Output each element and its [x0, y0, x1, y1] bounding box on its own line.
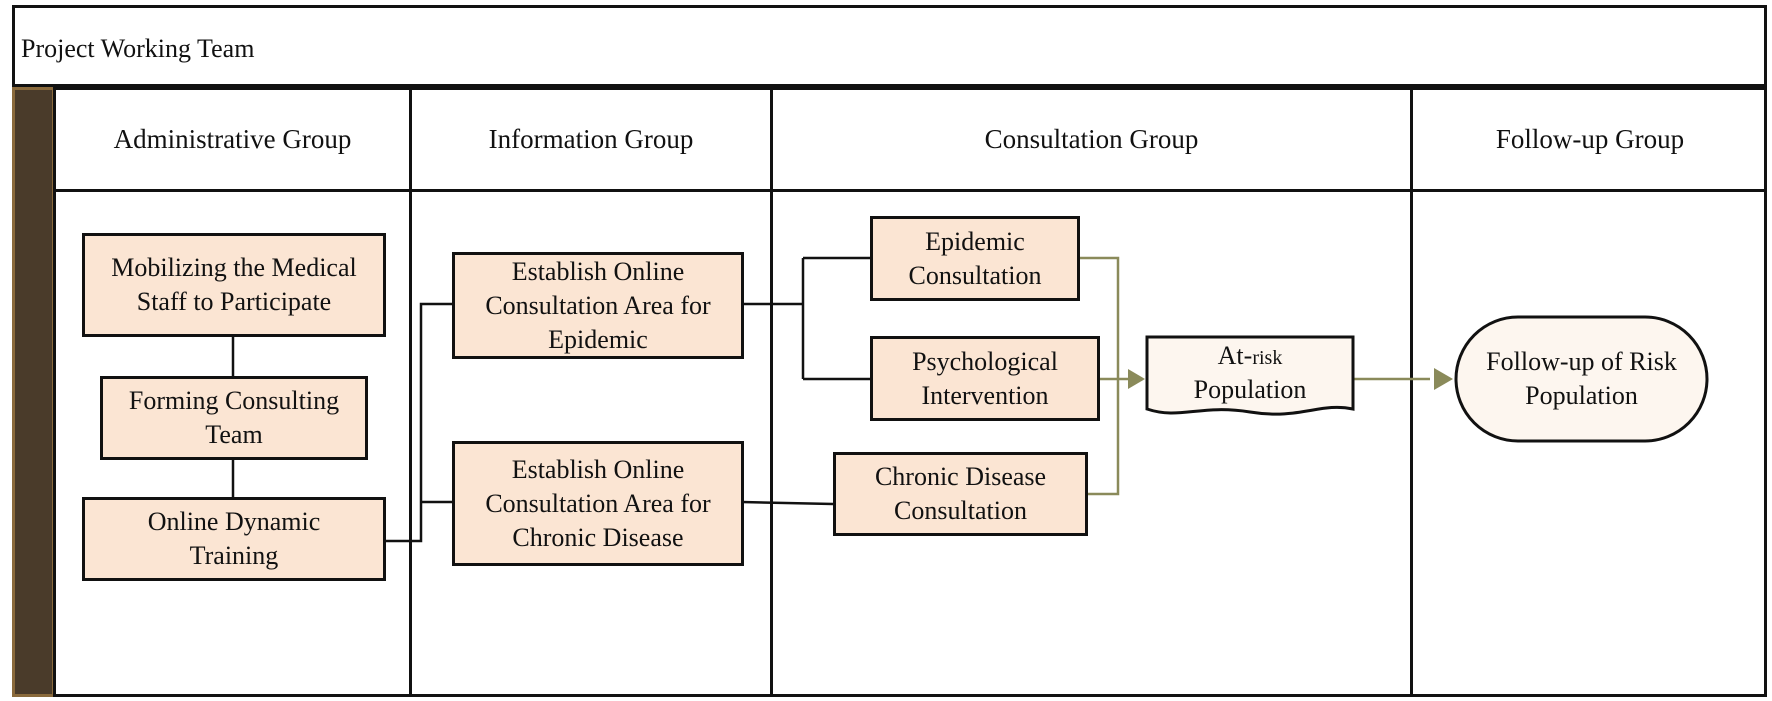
lane-header-followup: Follow-up Group [1495, 124, 1685, 154]
arrowhead-icon [1434, 368, 1453, 390]
arrow-line [1080, 256, 1120, 496]
node-mobilizing-staff: Mobilizing the Medical Staff to Particip… [82, 233, 386, 337]
arrowhead-icon [1128, 369, 1145, 389]
node-epidemic-consultation: Epidemic Consultation [870, 216, 1080, 301]
lane-header-divider [53, 189, 1767, 192]
lane-header-information: Information Group [488, 124, 694, 154]
pool-title: Project Working Team [21, 34, 255, 63]
lanes-grid [53, 87, 1767, 697]
at-risk-small: risk [1252, 347, 1283, 369]
node-at-risk-population: At-risk Population [1147, 337, 1353, 409]
pool-header: Project Working Team [12, 5, 1767, 87]
lane-divider [409, 87, 412, 697]
lane-header-administrative: Administrative Group [113, 124, 352, 154]
lane-header-consultation: Consultation Group [984, 124, 1199, 154]
lane-divider [1410, 87, 1413, 697]
pool-side-bar [12, 87, 55, 697]
at-risk-document-shape [1145, 335, 1355, 416]
node-area-epidemic: Establish Online Consultation Area for E… [452, 252, 744, 359]
node-area-chronic: Establish Online Consultation Area for C… [452, 441, 744, 566]
node-followup-risk-population: Follow-up of Risk Population [1486, 347, 1677, 410]
node-online-training: Online Dynamic Training [82, 497, 386, 581]
followup-terminal-shape [1454, 315, 1709, 443]
node-psychological-intervention: Psychological Intervention [870, 336, 1100, 421]
node-chronic-consultation: Chronic Disease Consultation [833, 452, 1088, 536]
node-forming-team: Forming Consulting Team [100, 376, 368, 460]
at-risk-line2: Population [1193, 375, 1307, 404]
connector-line [741, 500, 834, 506]
connector-line [384, 302, 452, 543]
lane-divider [770, 87, 773, 697]
at-risk-prefix: At- [1217, 341, 1253, 370]
